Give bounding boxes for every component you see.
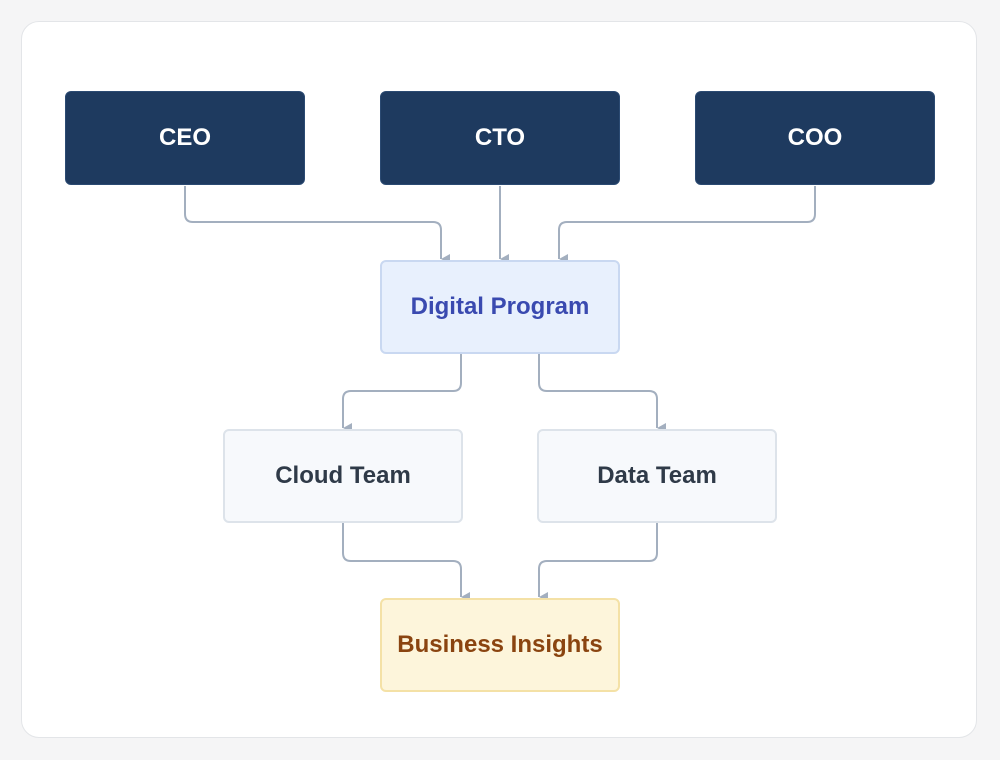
edge-cloud-to-insights	[342, 523, 470, 602]
node-cto-label: CTO	[474, 124, 526, 151]
node-coo: COO	[695, 91, 935, 185]
edge-program-to-cloud	[342, 354, 462, 433]
node-cloud-team: Cloud Team	[223, 429, 463, 523]
node-cto: CTO	[380, 91, 620, 185]
edge-ceo-to-program	[184, 186, 450, 264]
node-data-team-label: Data Team	[597, 462, 717, 489]
node-coo-label: COO	[787, 124, 843, 151]
node-ceo-label: CEO	[158, 124, 211, 151]
node-ceo: CEO	[65, 91, 305, 185]
edge-program-to-data	[538, 354, 666, 433]
edge-coo-to-program	[558, 186, 816, 264]
node-data-team: Data Team	[537, 429, 777, 523]
node-business-insights: Business Insights	[380, 598, 620, 692]
node-digital-program: Digital Program	[380, 260, 620, 354]
edge-data-to-insights	[538, 523, 658, 602]
node-digital-program-label: Digital Program	[410, 293, 590, 320]
node-business-insights-label: Business Insights	[397, 631, 603, 658]
node-cloud-team-label: Cloud Team	[275, 462, 411, 489]
